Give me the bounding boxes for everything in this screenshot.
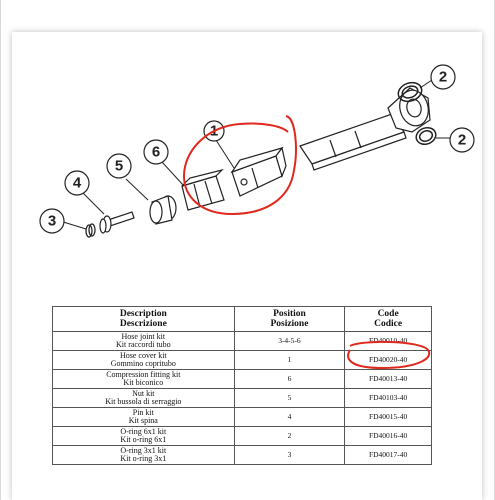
callout-3-circle	[39, 208, 65, 234]
callout-2-top-number: 2	[439, 69, 447, 86]
callout-2-bottom-number: 2	[458, 132, 466, 149]
row-code: FD40103-40	[344, 388, 432, 408]
callout-4-number: 4	[73, 175, 82, 192]
viewer-left-border	[0, 0, 1, 500]
row-position: 1	[233, 350, 346, 370]
callout-5-number: 5	[115, 158, 123, 175]
header-description: Description Descrizione	[52, 306, 235, 332]
row-code: FD40013-40	[344, 369, 432, 389]
leader-line	[419, 79, 433, 89]
callout-4-circle	[64, 170, 90, 196]
hose-cover	[230, 146, 287, 197]
callout-5-circle	[106, 153, 132, 179]
callout-6-number: 6	[152, 144, 160, 161]
header-position: Position Posizione	[233, 306, 346, 332]
row-position: 2	[233, 426, 346, 446]
row-position: 5	[233, 388, 346, 408]
nut	[149, 195, 177, 225]
row-position: 4	[233, 407, 346, 427]
oring-small	[85, 223, 96, 238]
callout-2-top-circle	[430, 64, 456, 90]
callout-6-circle	[143, 139, 169, 165]
row-code: FD40015-40	[344, 407, 432, 427]
row-code: FD40016-40	[344, 426, 432, 446]
row-code-highlighted: FD40020-40	[344, 350, 432, 370]
oring-large	[397, 81, 437, 146]
red-annotation-part1	[182, 115, 297, 216]
pin	[99, 211, 135, 234]
row-position: 6	[233, 369, 346, 389]
banjo-fitting	[299, 87, 431, 171]
exploded-parts-drawing: 1 2 2 3 4 5 6	[39, 64, 475, 238]
leader-lines	[59, 139, 235, 230]
row-code: FD40017-40	[344, 445, 432, 465]
row-position: 3	[233, 445, 346, 465]
header-code: Code Codice	[344, 306, 432, 332]
table-header-row: Description Descrizione Position Posizio…	[52, 306, 432, 332]
callout-3-number: 3	[48, 213, 56, 230]
row-position: 3-4-5-6	[233, 331, 346, 351]
compression-fitting	[181, 168, 225, 211]
row-code: FD40010-40	[344, 331, 432, 351]
parts-table: Description Descrizione Position Posizio…	[52, 306, 432, 465]
callout-2-bottom-circle	[449, 127, 475, 153]
